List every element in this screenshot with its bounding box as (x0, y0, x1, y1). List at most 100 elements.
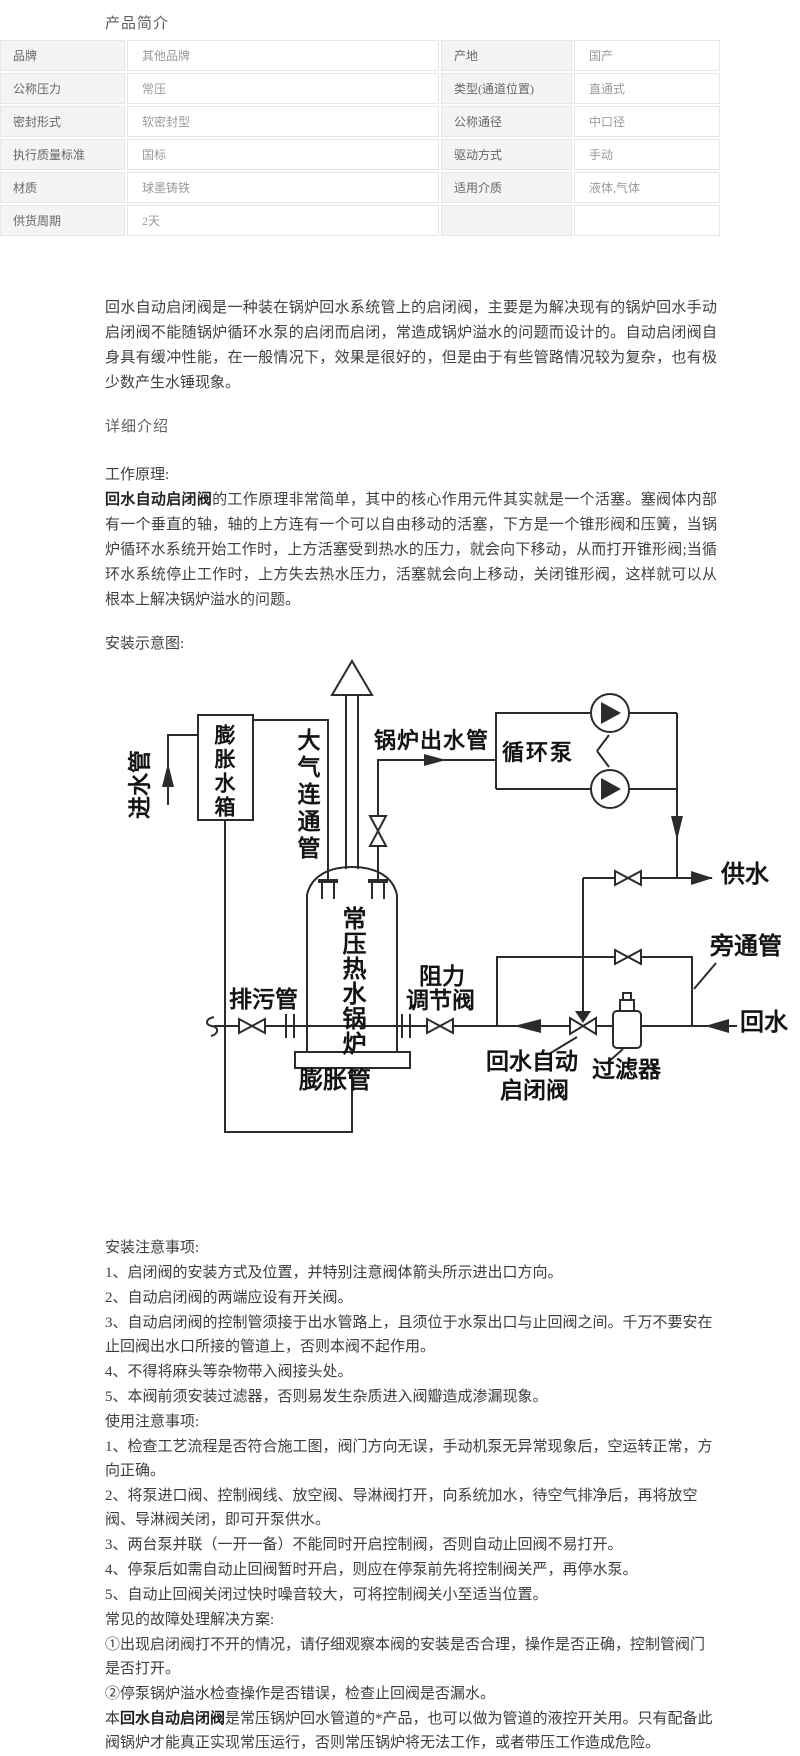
diagram-label-return-water: 回水 (740, 1010, 788, 1036)
install-note-item: 2、自动启闭阀的两端应设有开关阀。 (105, 1290, 353, 1306)
usage-note-item: 2、将泵进口阀、控制阀线、放空阀、导淋阀打开，向系统加水，待空气排净后，再将放空… (105, 1488, 698, 1528)
inlet-arrow-icon (162, 763, 174, 787)
install-notes-heading: 安装注意事项: (105, 1240, 200, 1256)
diagram-label-air-vent-pipe: 大气连通管 (294, 728, 319, 863)
boiler-dome (306, 865, 398, 896)
filter-body (612, 1010, 642, 1049)
installation-diagram: 进水管 膨胀水箱 大气连通管 锅炉出水管 循环泵 常压热水锅炉 阻力 调节阀 排… (0, 655, 800, 1155)
inlet-pipe-line (167, 734, 198, 805)
drain-squiggle (206, 1016, 219, 1037)
filter-neck (619, 999, 635, 1012)
spec-table: 品牌 其他品牌 产地 国产 公称压力 常压 类型(通道位置) 直通式 密封形式 … (0, 40, 720, 236)
chimney-arrow-icon (330, 659, 374, 696)
diagram-label-supply-water: 供水 (721, 862, 769, 888)
boiler-stub-right (371, 883, 385, 899)
diagram-label-resistance-valve-2: 调节阀 (406, 988, 475, 1013)
supply-arrow-icon (691, 871, 713, 885)
supply-valve-icon (614, 869, 631, 887)
spec-value: 球墨铸铁 (127, 172, 439, 203)
drain-valve-icon (249, 1017, 266, 1035)
troubleshooting-heading: 常见的故障处理解决方案: (105, 1612, 275, 1628)
tank-vent-line (253, 719, 329, 881)
diagram-label-resistance-valve-1: 阻力 (419, 964, 465, 989)
bypass-leader-line (693, 962, 717, 990)
supply-valve-icon (625, 869, 642, 887)
diagram-label-auto-valve-1: 回水自动 (486, 1049, 578, 1074)
spec-value: 国产 (574, 40, 720, 71)
return-arrow-icon (705, 1019, 729, 1033)
spec-label: 品牌 (0, 40, 125, 71)
boiler-pedestal (294, 1051, 411, 1069)
spec-label: 适用介质 (441, 172, 572, 203)
pump-branch-lines (596, 734, 610, 768)
diagram-label-expansion-pipe: 膨胀管 (299, 1068, 371, 1094)
spec-value: 软密封型 (127, 106, 439, 137)
pump-top-rotor-icon (601, 702, 621, 724)
product-name-bold: 回水自动启闭阀 (105, 492, 213, 508)
spec-value: 其他品牌 (127, 40, 439, 71)
notes-section: 安装注意事项: 1、启闭阀的安装方式及位置，并特别注意阀体箭头所示进出口方向。 … (105, 1236, 717, 1756)
bypass-valve-icon (625, 948, 642, 966)
closing-paragraph: 本回水自动启闭阀是常压锅炉回水管道的*产品，也可以做为管道的液控开关用。只有配备… (105, 1711, 713, 1751)
bypass-line (496, 956, 693, 1026)
spec-label: 材质 (0, 172, 125, 203)
working-principle-block: 工作原理: 回水自动启闭阀的工作原理非常简单，其中的核心作用元件其实就是一个活塞… (105, 463, 717, 613)
spec-label: 产地 (441, 40, 572, 71)
usage-notes-heading: 使用注意事项: (105, 1414, 200, 1430)
diagram-label-expansion-tank: 膨胀水箱 (212, 724, 236, 820)
spec-value (574, 205, 720, 236)
page-title: 产品简介 (105, 16, 170, 32)
filter-knob (622, 992, 632, 1001)
product-name-bold: 回水自动启闭阀 (120, 1711, 226, 1727)
spec-value: 手动 (574, 139, 720, 170)
diagram-label-boiler-outlet-pipe: 锅炉出水管 (374, 728, 490, 753)
install-note-item: 3、自动启闭阀的控制管须接于出水管路上，且须位于水泵出口与止回阀之间。千万不要安… (105, 1315, 713, 1355)
install-note-item: 5、本阀前须安装过滤器，否则易发生杂质进入阀瓣造成渗漏现象。 (105, 1389, 548, 1405)
detail-intro-title: 详细介绍 (105, 419, 170, 435)
troubleshooting-item: ①出现启闭阀打不开的情况，请仔细观察本阀的安装是否合理，操作是否正确，控制管阀门… (105, 1637, 706, 1677)
intro-paragraph: 回水自动启闭阀是一种装在锅炉回水系统管上的启闭阀，主要是为解决现有的锅炉回水手动… (105, 300, 717, 391)
outlet-valve-icon (368, 828, 388, 847)
spec-value: 液体,气体 (574, 172, 720, 203)
spec-value: 直通式 (574, 73, 720, 104)
drain-valve-icon (238, 1017, 255, 1035)
auto-valve-leader-line (548, 1036, 578, 1055)
auto-valve-icon (569, 1016, 585, 1036)
spec-value: 常压 (127, 73, 439, 104)
resistance-valve-icon (426, 1017, 443, 1035)
spec-label: 公称压力 (0, 73, 125, 104)
boiler-stub-left (321, 883, 335, 899)
troubleshooting-item: ②停泵锅炉溢水检查操作是否错误，检查止回阀是否漏水。 (105, 1686, 496, 1702)
install-diagram-heading: 安装示意图: (105, 636, 185, 652)
expansion-pipe-line (224, 820, 353, 1133)
down-arrow-icon (671, 816, 683, 840)
auto-valve-icon (581, 1016, 597, 1036)
spec-label: 公称通径 (441, 106, 572, 137)
usage-note-item: 1、检查工艺流程是否符合施工图，阀门方向无误，手动机泵无异常现象后，空运转正常，… (105, 1439, 713, 1479)
usage-note-item: 3、两台泵并联（一开一备）不能同时开启控制阀，否则自动止回阀不易打开。 (105, 1537, 623, 1553)
usage-note-item: 4、停泵后如需自动止回阀暂时开启，则应在停泵前先将控制阀关严，再停水泵。 (105, 1562, 638, 1578)
spec-label: 驱动方式 (441, 139, 572, 170)
diagram-label-drain-pipe: 排污管 (229, 987, 298, 1012)
diagram-label-boiler: 常压热水锅炉 (338, 906, 364, 1056)
auto-valve-actuator-icon (575, 1011, 591, 1023)
usage-note-item: 5、自动止回阀关闭过快时噪音较大，可将控制阀关小至适当位置。 (105, 1587, 548, 1603)
diagram-label-inlet-pipe: 进水管 (127, 750, 153, 819)
filter-leader-line (605, 1048, 624, 1065)
chimney-pipe (345, 695, 359, 869)
expansion-tank (197, 714, 254, 821)
install-note-item: 4、不得将麻头等杂物带入阀接头处。 (105, 1364, 353, 1380)
diagram-label-bypass-pipe: 旁通管 (710, 934, 782, 960)
resistance-valve-icon (437, 1017, 454, 1035)
diagram-drawing (162, 659, 737, 1133)
spec-label: 类型(通道位置) (441, 73, 572, 104)
outlet-pipe-line (377, 759, 496, 881)
spec-value: 2天 (127, 205, 439, 236)
outlet-valve-icon (368, 815, 388, 834)
spec-label: 执行质量标准 (0, 139, 125, 170)
install-note-item: 1、启闭阀的安装方式及位置，并特别注意阀体箭头所示进出口方向。 (105, 1265, 563, 1281)
pump-bottom-rotor-icon (601, 778, 621, 800)
spec-label: 密封形式 (0, 106, 125, 137)
spec-label: 供货周期 (0, 205, 125, 236)
bypass-valve-icon (614, 948, 631, 966)
